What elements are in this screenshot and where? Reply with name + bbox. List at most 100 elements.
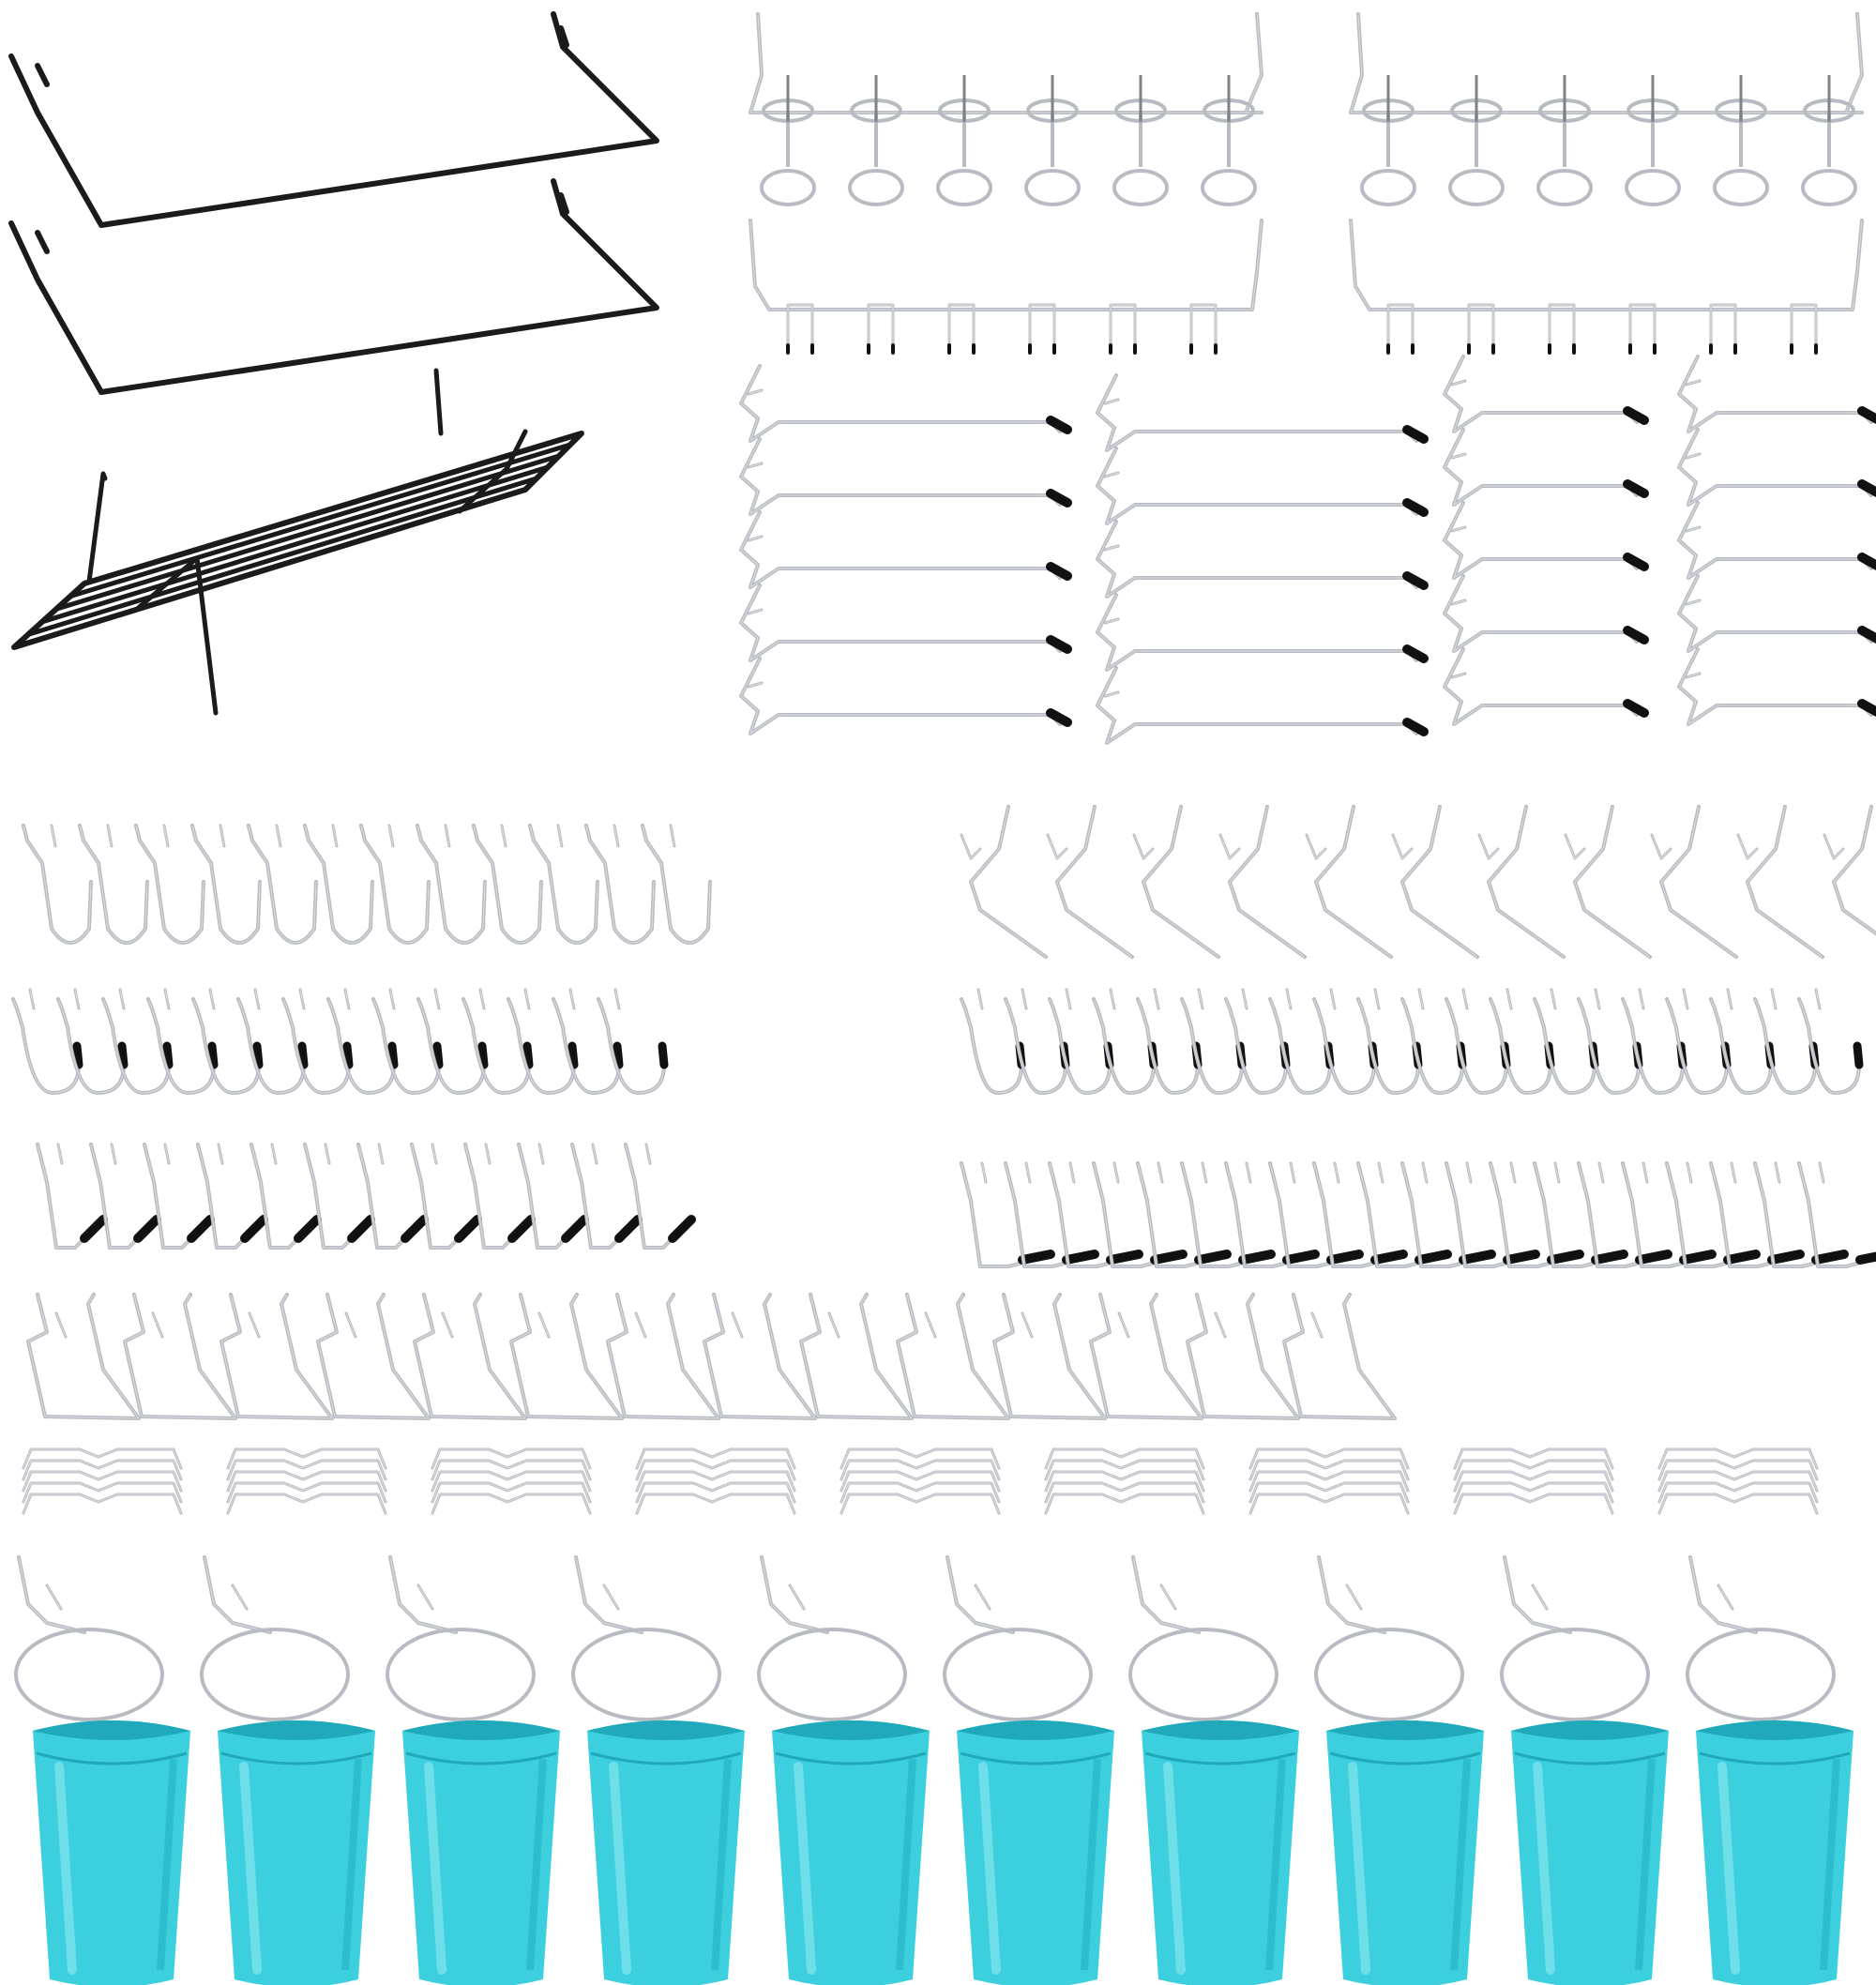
- angled-hook: [1650, 805, 1738, 959]
- v-hook: [413, 1293, 527, 1420]
- lock-clip-bundle: [635, 1447, 796, 1515]
- cup: [772, 1720, 930, 1985]
- straight-hook: [739, 437, 1072, 516]
- tipped-l-hook: [1136, 1161, 1232, 1268]
- tipped-l-hook: [89, 1143, 161, 1250]
- cup: [1326, 1720, 1484, 1985]
- j-hook: [22, 824, 93, 945]
- ring-holder: [14, 1555, 164, 1721]
- curved-hook: [191, 988, 264, 1095]
- j-hook: [190, 824, 262, 945]
- multi-ring-bars: [749, 12, 1864, 206]
- lock-clip-bundle: [1248, 1447, 1410, 1515]
- tipped-l-hook: [570, 1143, 643, 1250]
- angled-hook: [1823, 805, 1876, 936]
- angled-hook: [1564, 805, 1652, 959]
- multi-prong-bars: [749, 219, 1864, 355]
- v-hook: [896, 1293, 1010, 1420]
- cup: [1696, 1720, 1853, 1985]
- curved-hook: [101, 988, 174, 1095]
- v-hook: [1282, 1293, 1397, 1420]
- angled-hook: [1132, 805, 1220, 959]
- lock-clip-bundle: [226, 1447, 387, 1515]
- straight-hook: [1677, 647, 1876, 726]
- tipped-l-hook: [196, 1143, 268, 1250]
- ring-holder: [1500, 1555, 1650, 1721]
- straight-hook: [1677, 501, 1876, 580]
- tipped-l-hook: [463, 1143, 536, 1250]
- tipped-l-hook: [1577, 1161, 1672, 1268]
- straight-hook: [1677, 574, 1876, 653]
- cup: [1142, 1720, 1299, 1985]
- tipped-l-hook: [960, 1161, 1055, 1268]
- tipped-l-hook: [1400, 1161, 1496, 1268]
- lock-clips: [22, 1447, 1819, 1515]
- cups: [33, 1720, 1853, 1985]
- curved-hook: [146, 988, 219, 1095]
- curved-hook: [597, 988, 669, 1095]
- lock-clip-bundle: [1453, 1447, 1614, 1515]
- straight-hook: [1443, 501, 1649, 580]
- multi-ring-bar: [749, 12, 1263, 206]
- lock-clip-bundle: [22, 1447, 183, 1515]
- tipped-l-hook: [1621, 1161, 1717, 1268]
- v-hook: [123, 1293, 237, 1420]
- curved-hook: [326, 988, 399, 1095]
- ring-holder: [1314, 1555, 1464, 1721]
- curved-hook: [1797, 988, 1864, 1095]
- angled-hook: [1477, 805, 1566, 959]
- j-hook: [416, 824, 487, 945]
- angled-hooks: [960, 805, 1876, 959]
- ring-holder: [1128, 1555, 1278, 1721]
- multi-prong-bar: [1349, 219, 1864, 355]
- straight-hook: [1443, 428, 1649, 507]
- tipped-l-hook: [624, 1143, 696, 1250]
- lock-clip-bundle: [1044, 1447, 1205, 1515]
- multi-ring-bar: [1349, 12, 1864, 206]
- j-hooks: [22, 824, 712, 945]
- tipped-l-hook: [1092, 1161, 1188, 1268]
- cup: [957, 1720, 1114, 1985]
- cup: [587, 1720, 745, 1985]
- straight-hook: [739, 657, 1072, 735]
- tipped-l-hook: [410, 1143, 482, 1250]
- angled-hook: [1046, 805, 1134, 959]
- lock-clip-bundle: [431, 1447, 592, 1515]
- j-hook: [78, 824, 149, 945]
- curved-hook: [11, 988, 83, 1095]
- tipped-l-hook: [1489, 1161, 1584, 1268]
- angled-hook: [960, 805, 1048, 959]
- tipped-l-hook: [1445, 1161, 1540, 1268]
- j-hook: [584, 824, 656, 945]
- tipped-l-hook: [1048, 1161, 1143, 1268]
- curved-hook: [507, 988, 579, 1095]
- straight-hook: [1096, 666, 1429, 745]
- tipped-l-hook: [1180, 1161, 1276, 1268]
- v-hook: [1089, 1293, 1203, 1420]
- curved-hook: [281, 988, 354, 1095]
- cup: [33, 1720, 190, 1985]
- tipped-l-hooks: [36, 1143, 1876, 1268]
- lock-clip-bundle: [1657, 1447, 1819, 1515]
- ring-holder: [943, 1555, 1093, 1721]
- curved-hook: [371, 988, 444, 1095]
- cup: [1511, 1720, 1669, 1985]
- multi-prong-bar: [749, 219, 1263, 355]
- curved-hook: [552, 988, 624, 1095]
- v-hook: [606, 1293, 720, 1420]
- v-hook: [1186, 1293, 1300, 1420]
- curved-hook: [56, 988, 129, 1095]
- angled-hook: [1391, 805, 1479, 959]
- angled-hook: [1736, 805, 1824, 959]
- straight-hook: [1096, 373, 1429, 452]
- j-hook: [359, 824, 431, 945]
- tipped-l-hook: [36, 1143, 108, 1250]
- tipped-l-hook: [143, 1143, 215, 1250]
- black-shelf-bracket: [8, 11, 659, 228]
- v-hook: [219, 1293, 334, 1420]
- straight-hook: [1677, 355, 1876, 433]
- tipped-l-hook: [1356, 1161, 1452, 1268]
- ring-holder: [757, 1555, 907, 1721]
- tipped-l-hook: [1004, 1161, 1099, 1268]
